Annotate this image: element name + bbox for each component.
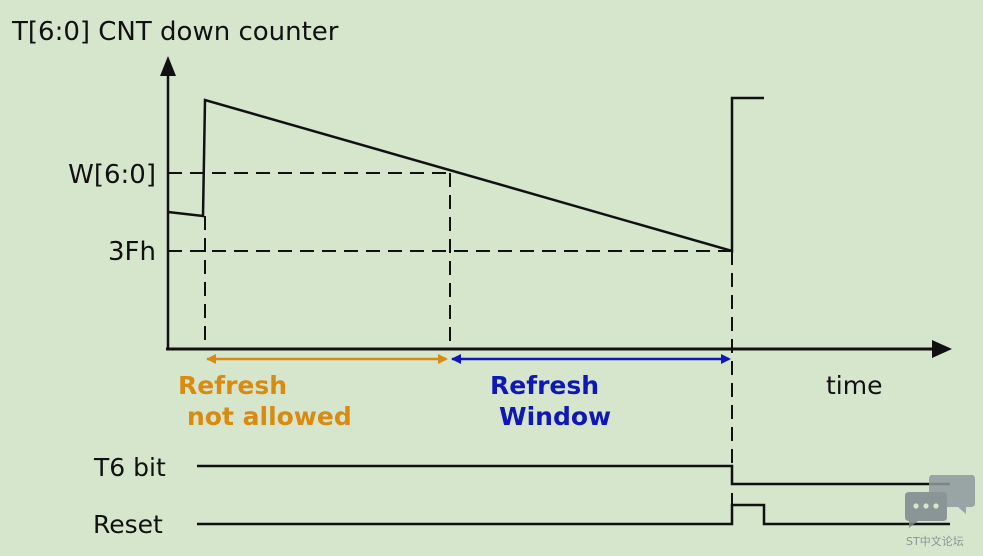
refresh-window-label-line1: Refresh	[490, 371, 599, 400]
refresh-window-label-line2: Window	[499, 402, 611, 431]
counter-waveform	[167, 96, 764, 253]
x-axis-arrowhead	[932, 340, 952, 358]
reset-label: Reset	[93, 510, 163, 539]
threshold-level-label: 3Fh	[108, 237, 156, 267]
watermark-text: ST中文论坛	[906, 534, 964, 548]
not-allowed-label-line2: not allowed	[187, 402, 352, 431]
chat-bubbles-icon	[905, 475, 975, 528]
not-allowed-arrow-start	[206, 354, 216, 364]
diagram-title: T[6:0] CNT down counter	[11, 17, 339, 47]
reset-waveform	[197, 503, 950, 526]
t6-bit-waveform	[197, 464, 950, 486]
t6-bit-label: T6 bit	[93, 453, 166, 482]
w-level-label: W[6:0]	[68, 160, 156, 190]
not-allowed-label-line1: Refresh	[178, 371, 287, 400]
refresh-window-arrow-start	[451, 354, 461, 364]
y-axis-arrowhead	[160, 56, 176, 76]
time-axis-label: time	[826, 371, 882, 400]
reference-dashes	[168, 172, 733, 505]
